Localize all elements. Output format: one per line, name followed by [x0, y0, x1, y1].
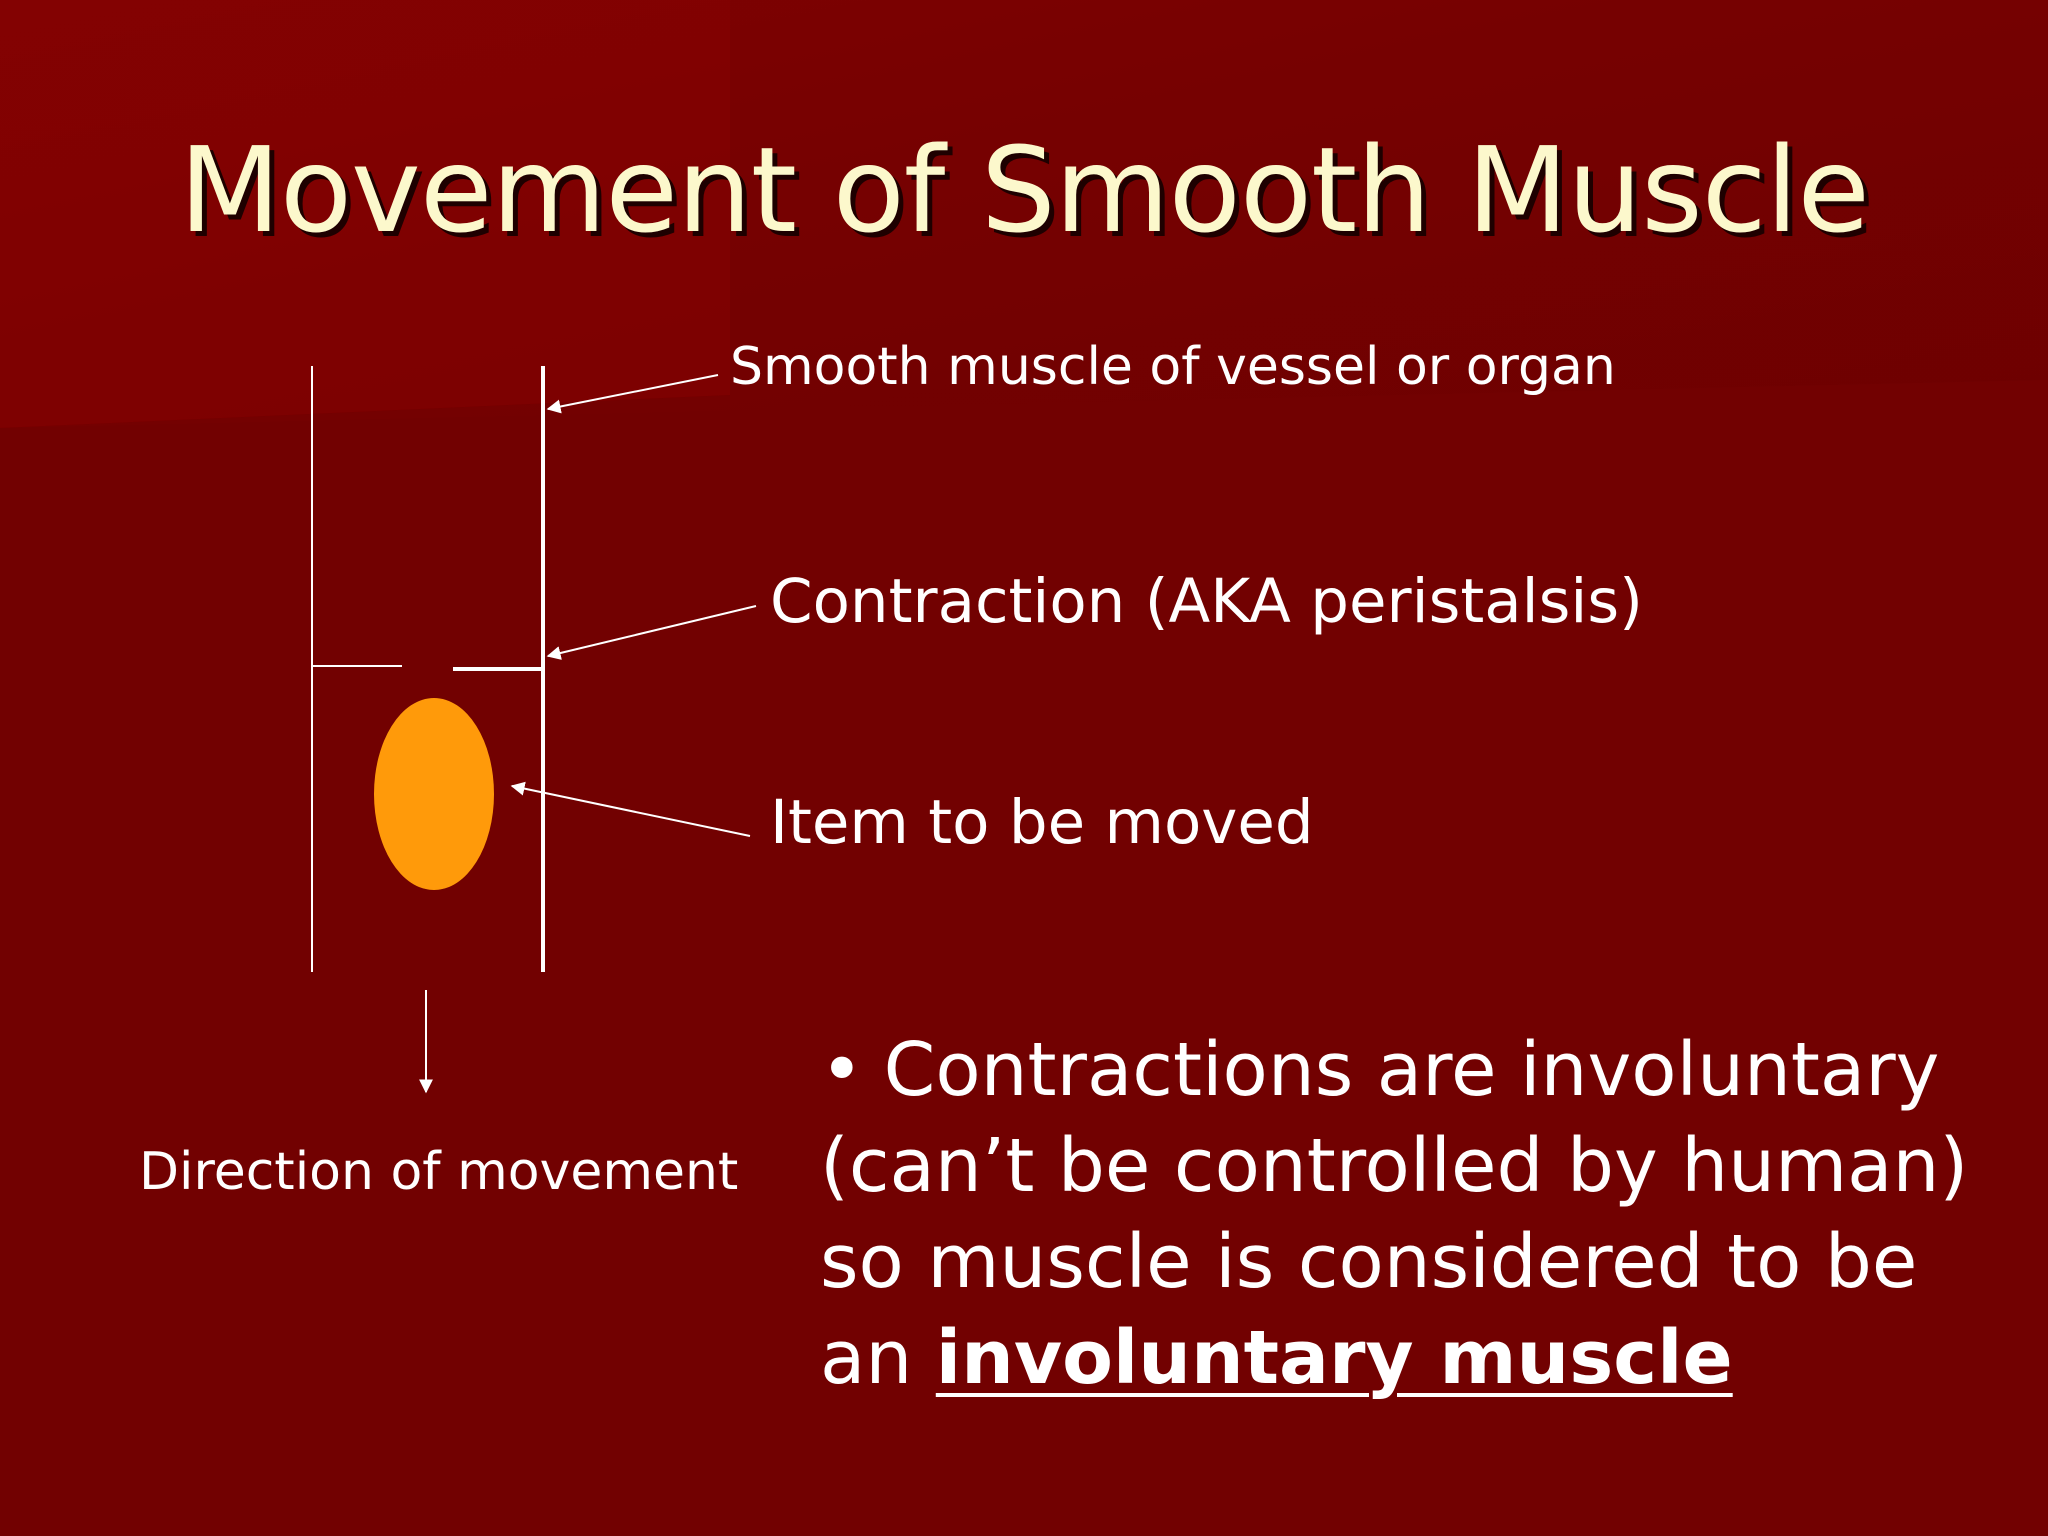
bullet-text-line-3: so muscle is considered to be: [820, 1219, 1918, 1305]
slide-title: Movement of Smooth Muscle: [179, 121, 1870, 259]
item-label: Item to be moved: [770, 787, 1314, 858]
item-pointer-arrow: [510, 781, 751, 837]
item-ellipse: [374, 698, 494, 890]
vessel-label: Smooth muscle of vessel or organ: [730, 337, 1616, 397]
bullet-marker: •: [820, 1027, 864, 1113]
direction-label: Direction of movement: [139, 1142, 739, 1202]
bullet-emphasis: involuntary muscle: [935, 1315, 1733, 1401]
contraction-label: Contraction (AKA peristalsis): [770, 566, 1643, 637]
vessel-pointer-arrow: [546, 374, 719, 414]
bullet-line-4: an involuntary muscle: [820, 1310, 1980, 1406]
bullet-text-line-1: Contractions are involuntary: [883, 1027, 1940, 1113]
contraction-pointer-arrow: [546, 605, 757, 660]
bullet-line-1: •Contractions are involuntary: [820, 1022, 1980, 1118]
background-highlight-corner: [0, 0, 730, 428]
bullet-text-line-2: (can’t be controlled by human): [820, 1123, 1969, 1209]
bullet-point: •Contractions are involuntary (can’t be …: [820, 1022, 1980, 1406]
bullet-text-prefix: an: [820, 1315, 913, 1401]
background-highlight-shape: [0, 0, 2048, 428]
